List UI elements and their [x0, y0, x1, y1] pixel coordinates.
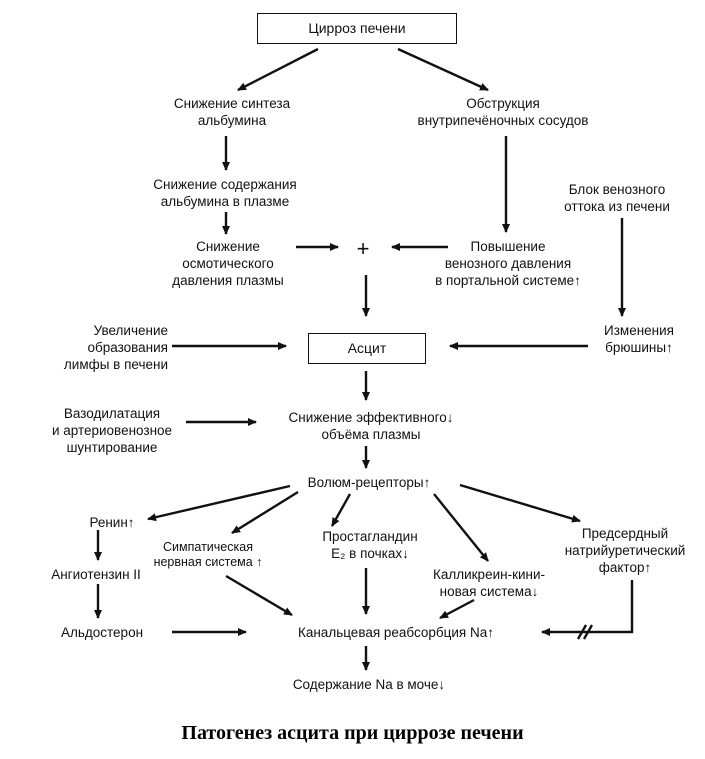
plasma-albumin-line-1: Снижение содержания: [153, 177, 297, 192]
arrow-receptors-to-prostaglandin: [330, 493, 352, 527]
prostaglandin-line-1: Простагландин: [322, 529, 418, 544]
portal-line-2: венозного давления: [444, 256, 572, 271]
osmotic-line-3: давления плазмы: [172, 273, 284, 288]
arrow-cirrhosis-to-obstruction: [397, 47, 489, 92]
aldosterone: Альдостерон: [61, 624, 143, 641]
ascites-label: Асцит: [347, 340, 387, 356]
effective-plasma-volume-decrease: Снижение эффективного↓ объёма плазмы: [289, 409, 454, 443]
renin-label: Ренин↑: [89, 515, 135, 530]
na-urine-label: Содержание Na в моче↓: [292, 677, 446, 692]
na-reabsorption-label: Канальцевая реабсорбция Na↑: [297, 625, 495, 640]
vasodilation-line-2: и артериовенозное: [51, 423, 173, 438]
kidney-prostaglandin-e2: Простагландин E₂ в почках↓: [322, 528, 417, 562]
sympathetic-nervous-system: Симпатическая нервная система ↑: [154, 540, 263, 570]
plasma-albumin-decrease: Снижение содержания альбумина в плазме: [153, 176, 296, 210]
atrial-natriuretic-factor: Предсердный натрийуретический фактор↑: [565, 525, 686, 576]
lymph-line-2: образования: [87, 340, 169, 355]
osmotic-line-1: Снижение: [196, 239, 260, 254]
arrow-sympathetic-to-reabsorption: [225, 574, 293, 617]
ascites-box: Асцит: [308, 333, 426, 364]
natriuretic-line-2: натрийуретический: [564, 543, 686, 558]
peritoneum-changes: Изменения брюшины↑: [604, 322, 674, 356]
inhibition-slash-1: [576, 624, 588, 640]
diagram-caption: Патогенез асцита при циррозе печени: [181, 722, 524, 744]
sympathetic-line-2: нервная система ↑: [153, 555, 263, 569]
albumin-synthesis-decrease: Снижение синтеза альбумина: [174, 95, 290, 129]
osmotic-pressure-decrease: Снижение осмотического давления плазмы: [172, 238, 283, 289]
portal-pressure-increase: Повышение венозного давления в портально…: [435, 238, 581, 289]
vasodilation-shunting: Вазодилатация и артериовенозное шунтиров…: [52, 405, 172, 456]
angiotensin-ii: Ангиотензин II: [51, 566, 141, 583]
intrahepatic-obstruction: Обструкция внутрипечёночных сосудов: [418, 95, 589, 129]
vasodilation-line-3: шунтирование: [66, 440, 158, 455]
arrow-kallikrein-to-reabsorption: [439, 598, 475, 620]
plasma-volume-line-2: объёма плазмы: [321, 427, 421, 442]
arrow-receptors-to-sympathetic: [231, 490, 299, 535]
cirrhosis-label: Цирроз печени: [308, 20, 406, 36]
albumin-synthesis-line-1: Снижение синтеза: [173, 96, 291, 111]
sympathetic-line-1: Симпатическая: [163, 540, 253, 554]
arrow-cirrhosis-to-synthesis: [237, 47, 319, 92]
portal-line-1: Повышение: [470, 239, 546, 254]
peritoneum-line-1: Изменения: [604, 323, 674, 338]
plus-sign: +: [356, 236, 370, 261]
venous-outflow-block: Блок венозного оттока из печени: [564, 181, 670, 215]
osmotic-line-2: осмотического: [182, 256, 274, 271]
obstruction-line-2: внутрипечёночных сосудов: [417, 113, 589, 128]
peritoneum-line-2: брюшины↑: [605, 340, 673, 355]
natriuretic-line-1: Предсердный: [581, 526, 669, 541]
angiotensin-label: Ангиотензин II: [51, 567, 141, 582]
natriuretic-line-3: фактор↑: [598, 560, 652, 575]
arrow-receptors-to-kallikrein: [433, 493, 489, 562]
kallikrein-line-2: новая система↓: [439, 584, 539, 599]
venous-block-line-1: Блок венозного: [568, 182, 666, 197]
inhibition-slash-2: [582, 624, 594, 640]
plasma-albumin-line-2: альбумина в плазме: [160, 194, 290, 209]
prostaglandin-line-2: E₂ в почках↓: [331, 546, 409, 561]
plus-junction: +: [357, 238, 370, 260]
kallikrein-kinin-system: Калликреин-кини- новая система↓: [433, 566, 545, 600]
portal-line-3: в портальной системе↑: [435, 273, 581, 288]
volume-receptors: Волюм-рецепторы↑: [308, 474, 431, 491]
arrow-receptors-to-renin: [147, 484, 291, 522]
obstruction-line-1: Обструкция: [466, 96, 540, 111]
venous-block-line-2: оттока из печени: [564, 199, 670, 214]
lymph-line-1: Увеличение: [93, 323, 168, 338]
urine-na-content: Содержание Na в моче↓: [293, 676, 445, 693]
albumin-synthesis-line-2: альбумина: [197, 113, 267, 128]
vasodilation-line-1: Вазодилатация: [63, 406, 161, 421]
kallikrein-line-1: Калликреин-кини-: [432, 567, 546, 582]
arrow-receptors-to-natriuretic: [459, 483, 581, 523]
cirrhosis-box: Цирроз печени: [257, 13, 457, 44]
arrow-natriuretic-to-reabsorption: [541, 580, 634, 636]
plasma-volume-line-1: Снижение эффективного↓: [288, 410, 454, 425]
volume-receptors-label: Волюм-рецепторы↑: [307, 475, 431, 490]
liver-lymph-increase: Увеличение образования лимфы в печени: [64, 322, 168, 373]
aldosterone-label: Альдостерон: [60, 625, 144, 640]
lymph-line-3: лимфы в печени: [63, 357, 168, 372]
tubular-na-reabsorption: Канальцевая реабсорбция Na↑: [298, 624, 494, 641]
renin: Ренин↑: [89, 514, 134, 531]
